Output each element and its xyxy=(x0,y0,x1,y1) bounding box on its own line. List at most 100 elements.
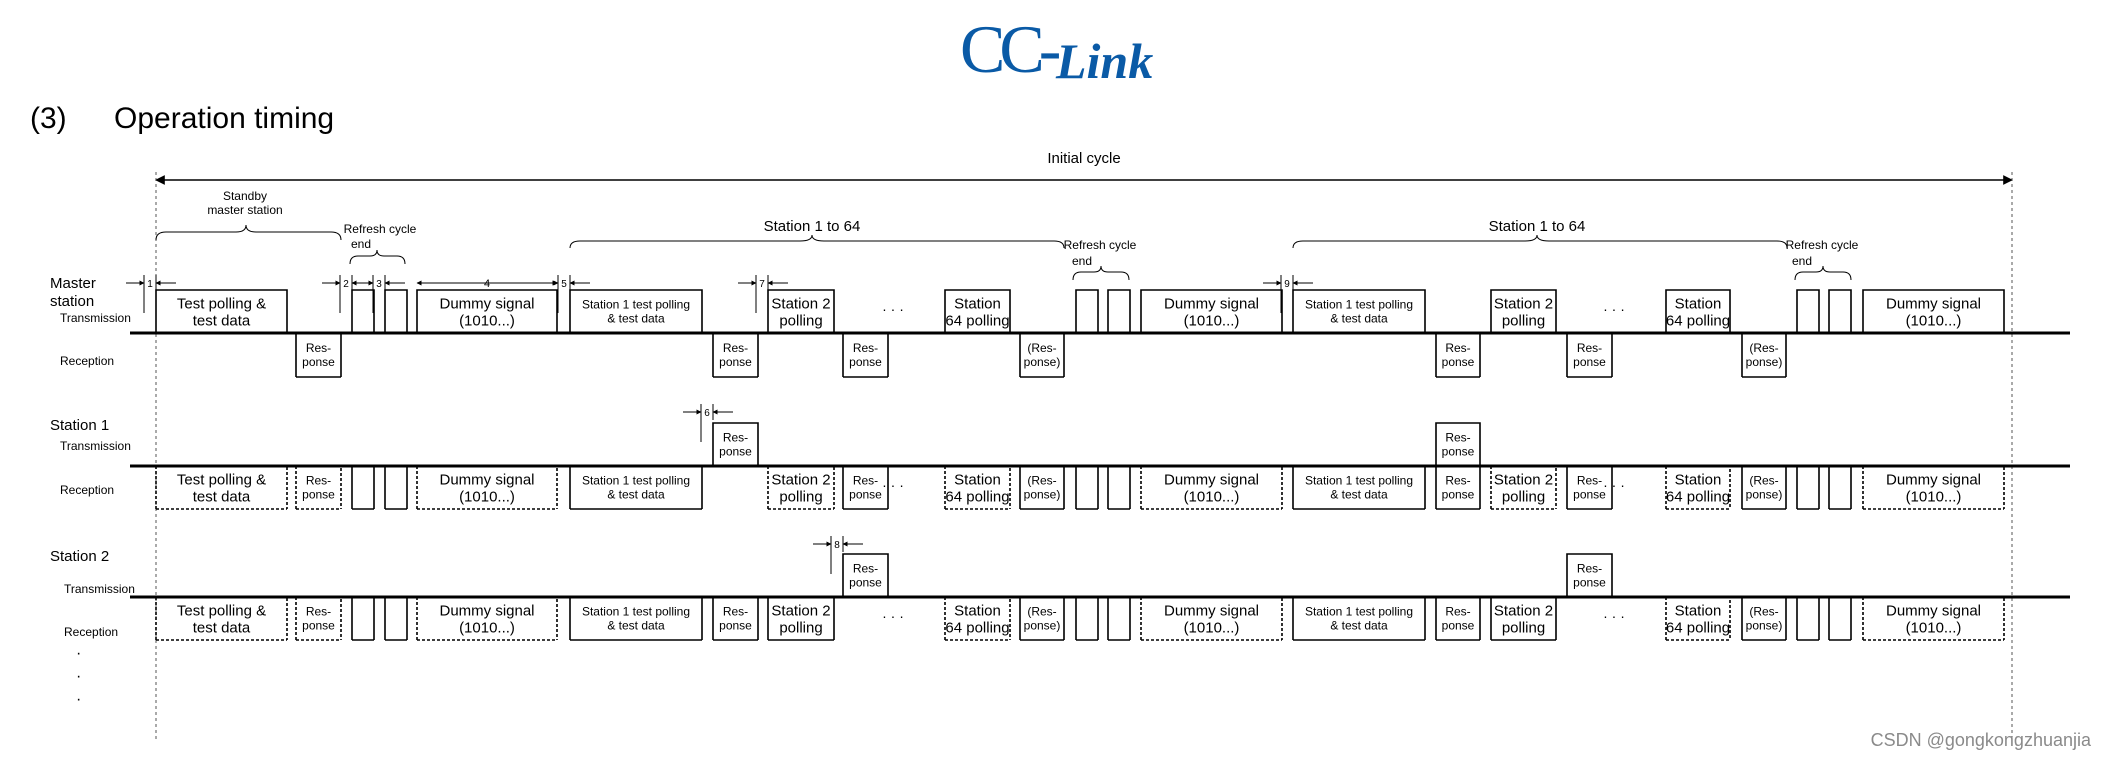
ellipsis: · · · xyxy=(882,608,904,624)
block-label: (1010...) xyxy=(1184,619,1240,636)
marker-9: 9 xyxy=(1263,275,1313,313)
block-outline xyxy=(842,332,889,377)
block-outline xyxy=(1435,465,1481,509)
block-m-19: (Res-ponse) xyxy=(1741,332,1787,378)
block-label: ponse) xyxy=(1746,619,1783,633)
station-range-brace-b xyxy=(1292,234,1788,249)
marker-5: 5 xyxy=(540,275,590,313)
marker-label: 6 xyxy=(704,408,710,419)
block-outline xyxy=(842,465,889,509)
block-label: 64 polling xyxy=(945,488,1009,505)
block-m-15: Res-ponse xyxy=(1435,332,1481,378)
block-label: Res- xyxy=(723,605,748,619)
block-outline xyxy=(569,596,703,640)
station1-label: Station 1 xyxy=(50,417,109,434)
block-label: Station xyxy=(1675,471,1722,488)
block-label: Res- xyxy=(306,341,331,355)
block-outline xyxy=(569,289,703,333)
block-label: Res- xyxy=(1445,605,1470,619)
block-label: Res- xyxy=(853,474,878,488)
block-label: Station xyxy=(954,295,1001,312)
block-label: ponse xyxy=(1442,488,1475,502)
block-m-11 xyxy=(1075,289,1099,333)
block-outline xyxy=(1435,422,1481,466)
block-label: Dummy signal xyxy=(1886,602,1981,619)
block-label: Station xyxy=(1675,602,1722,619)
block-label: Dummy signal xyxy=(439,295,534,312)
block-label: Res- xyxy=(1445,474,1470,488)
continuation-dot-2: · xyxy=(76,668,81,685)
block-outline xyxy=(295,332,342,377)
block-label: ponse) xyxy=(1024,488,1061,502)
block-outline xyxy=(1019,332,1065,377)
block-s2-59 xyxy=(1075,596,1099,641)
block-label: ponse xyxy=(719,619,752,633)
block-s2-48: Res-ponse xyxy=(1566,553,1613,597)
block-s1-23: Res-ponse xyxy=(712,422,759,466)
block-label: 64 polling xyxy=(1666,488,1730,505)
block-m-1: Res-ponse xyxy=(295,332,342,378)
block-outline xyxy=(1075,596,1099,640)
block-s2-49: Test polling &test data xyxy=(155,596,288,641)
block-outline xyxy=(1107,596,1131,640)
block-label: Res- xyxy=(723,341,748,355)
block-label: 64 polling xyxy=(1666,312,1730,329)
block-label: test data xyxy=(193,619,251,636)
block-label: ponse xyxy=(302,619,335,633)
refresh-label-1b: Refresh cycle xyxy=(1064,238,1137,252)
block-s2-67 xyxy=(1796,596,1820,641)
block-label: Dummy signal xyxy=(1164,602,1259,619)
block-label: Test polling & xyxy=(177,602,266,619)
block-label: (Res- xyxy=(1027,341,1056,355)
block-label: ponse xyxy=(1442,619,1475,633)
block-label: ponse) xyxy=(1746,355,1783,369)
block-s1-25: Test polling &test data xyxy=(155,465,288,510)
block-s1-29: Dummy signal(1010...) xyxy=(416,465,558,510)
master-reception-label: Reception xyxy=(60,354,114,368)
block-label: ponse xyxy=(849,576,882,590)
block-outline xyxy=(1796,465,1820,509)
block-label: Res- xyxy=(1577,474,1602,488)
block-label: (1010...) xyxy=(459,488,515,505)
block-outline xyxy=(1796,289,1820,333)
block-label: ponse xyxy=(1573,488,1606,502)
block-label: Station 2 xyxy=(1494,602,1553,619)
block-outline xyxy=(1828,289,1852,333)
block-outline xyxy=(712,596,759,640)
marker-8: 8 xyxy=(813,536,863,574)
marker-label: 5 xyxy=(561,279,567,290)
block-outline xyxy=(1140,289,1283,333)
block-label: Station 2 xyxy=(771,602,830,619)
block-outline xyxy=(155,596,288,640)
block-outline xyxy=(1435,596,1481,640)
refresh-brace-a xyxy=(349,249,406,265)
block-outline xyxy=(1862,289,2005,333)
block-label: polling xyxy=(1502,312,1545,329)
block-s2-55: Res-ponse xyxy=(712,596,759,641)
block-label: Station 2 xyxy=(1494,295,1553,312)
watermark: CSDN @gongkongzhuanjia xyxy=(1870,730,2091,750)
block-m-13: Dummy signal(1010...) xyxy=(1140,289,1283,333)
block-label: ponse) xyxy=(1024,355,1061,369)
block-outline xyxy=(1140,465,1283,509)
block-outline xyxy=(767,465,835,509)
block-outline xyxy=(944,289,1011,333)
block-s2-66: (Res-ponse) xyxy=(1741,596,1787,641)
block-s2-52 xyxy=(384,596,408,641)
block-s2-62: Station 1 test polling& test data xyxy=(1292,596,1426,641)
block-m-21 xyxy=(1828,289,1852,333)
section-title: Operation timing xyxy=(114,102,335,135)
block-outline xyxy=(944,465,1011,509)
block-s1-26: Res-ponse xyxy=(295,465,342,510)
block-outline xyxy=(351,289,375,333)
continuation-dot-1: · xyxy=(76,645,81,662)
block-label: ponse) xyxy=(1024,619,1061,633)
block-s1-41: Res-ponse xyxy=(1566,465,1613,510)
block-label: polling xyxy=(779,488,822,505)
block-label: (Res- xyxy=(1027,474,1056,488)
